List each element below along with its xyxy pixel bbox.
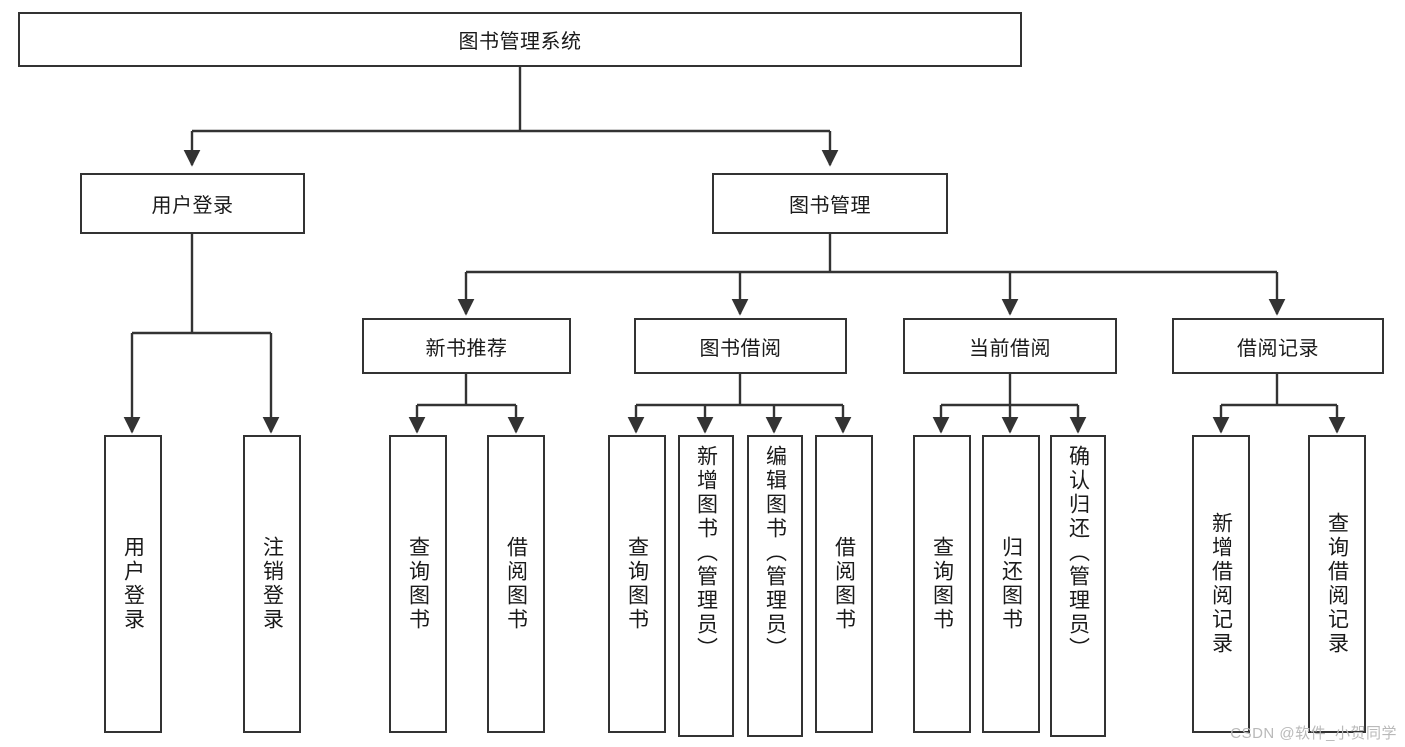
leaf-edit-book-admin-label: 编辑图书（管理员） xyxy=(763,445,787,661)
node-user-login[interactable]: 用户登录 xyxy=(80,173,305,234)
leaf-borrow-query-book-label: 查询图书 xyxy=(625,536,649,632)
node-new-book-recommend[interactable]: 新书推荐 xyxy=(362,318,571,374)
leaf-new-book-query-label: 查询图书 xyxy=(406,536,430,632)
leaf-add-book-admin[interactable]: 新增图书（管理员） xyxy=(678,435,734,737)
leaf-current-query-book-label: 查询图书 xyxy=(930,536,954,632)
leaf-edit-book-admin[interactable]: 编辑图书（管理员） xyxy=(747,435,803,737)
leaf-user-login-label: 用户登录 xyxy=(121,536,145,632)
leaf-borrow-query-book[interactable]: 查询图书 xyxy=(608,435,666,733)
leaf-logout-label: 注销登录 xyxy=(260,536,284,632)
node-borrow-record[interactable]: 借阅记录 xyxy=(1172,318,1384,374)
node-root-label: 图书管理系统 xyxy=(458,31,582,53)
leaf-query-borrow-record[interactable]: 查询借阅记录 xyxy=(1308,435,1366,733)
leaf-new-book-borrow-label: 借阅图书 xyxy=(504,536,528,632)
node-new-book-recommend-label: 新书推荐 xyxy=(425,337,508,360)
node-current-borrow[interactable]: 当前借阅 xyxy=(903,318,1117,374)
node-book-borrow-label: 图书借阅 xyxy=(699,337,782,360)
node-book-management[interactable]: 图书管理 xyxy=(712,173,948,234)
node-book-borrow[interactable]: 图书借阅 xyxy=(634,318,847,374)
leaf-query-borrow-record-label: 查询借阅记录 xyxy=(1325,512,1349,656)
node-user-login-label: 用户登录 xyxy=(151,195,234,217)
leaf-add-borrow-record[interactable]: 新增借阅记录 xyxy=(1192,435,1250,733)
leaf-user-login[interactable]: 用户登录 xyxy=(104,435,162,733)
leaf-borrow-book[interactable]: 借阅图书 xyxy=(815,435,873,733)
leaf-new-book-query[interactable]: 查询图书 xyxy=(389,435,447,733)
leaf-confirm-return-admin[interactable]: 确认归还（管理员） xyxy=(1050,435,1106,737)
leaf-add-borrow-record-label: 新增借阅记录 xyxy=(1209,512,1233,656)
leaf-current-query-book[interactable]: 查询图书 xyxy=(913,435,971,733)
node-book-management-label: 图书管理 xyxy=(789,195,871,217)
leaf-add-book-admin-label: 新增图书（管理员） xyxy=(694,445,718,661)
leaf-logout[interactable]: 注销登录 xyxy=(243,435,301,733)
csdn-watermark: CSDN @软件_小贺同学 xyxy=(1230,725,1397,742)
leaf-return-book-label: 归还图书 xyxy=(999,536,1023,632)
node-current-borrow-label: 当前借阅 xyxy=(969,337,1051,360)
leaf-borrow-book-label: 借阅图书 xyxy=(832,536,856,632)
leaf-new-book-borrow[interactable]: 借阅图书 xyxy=(487,435,545,733)
leaf-return-book[interactable]: 归还图书 xyxy=(982,435,1040,733)
node-borrow-record-label: 借阅记录 xyxy=(1237,337,1319,360)
leaf-confirm-return-admin-label: 确认归还（管理员） xyxy=(1066,445,1090,661)
node-root[interactable]: 图书管理系统 xyxy=(18,12,1022,67)
